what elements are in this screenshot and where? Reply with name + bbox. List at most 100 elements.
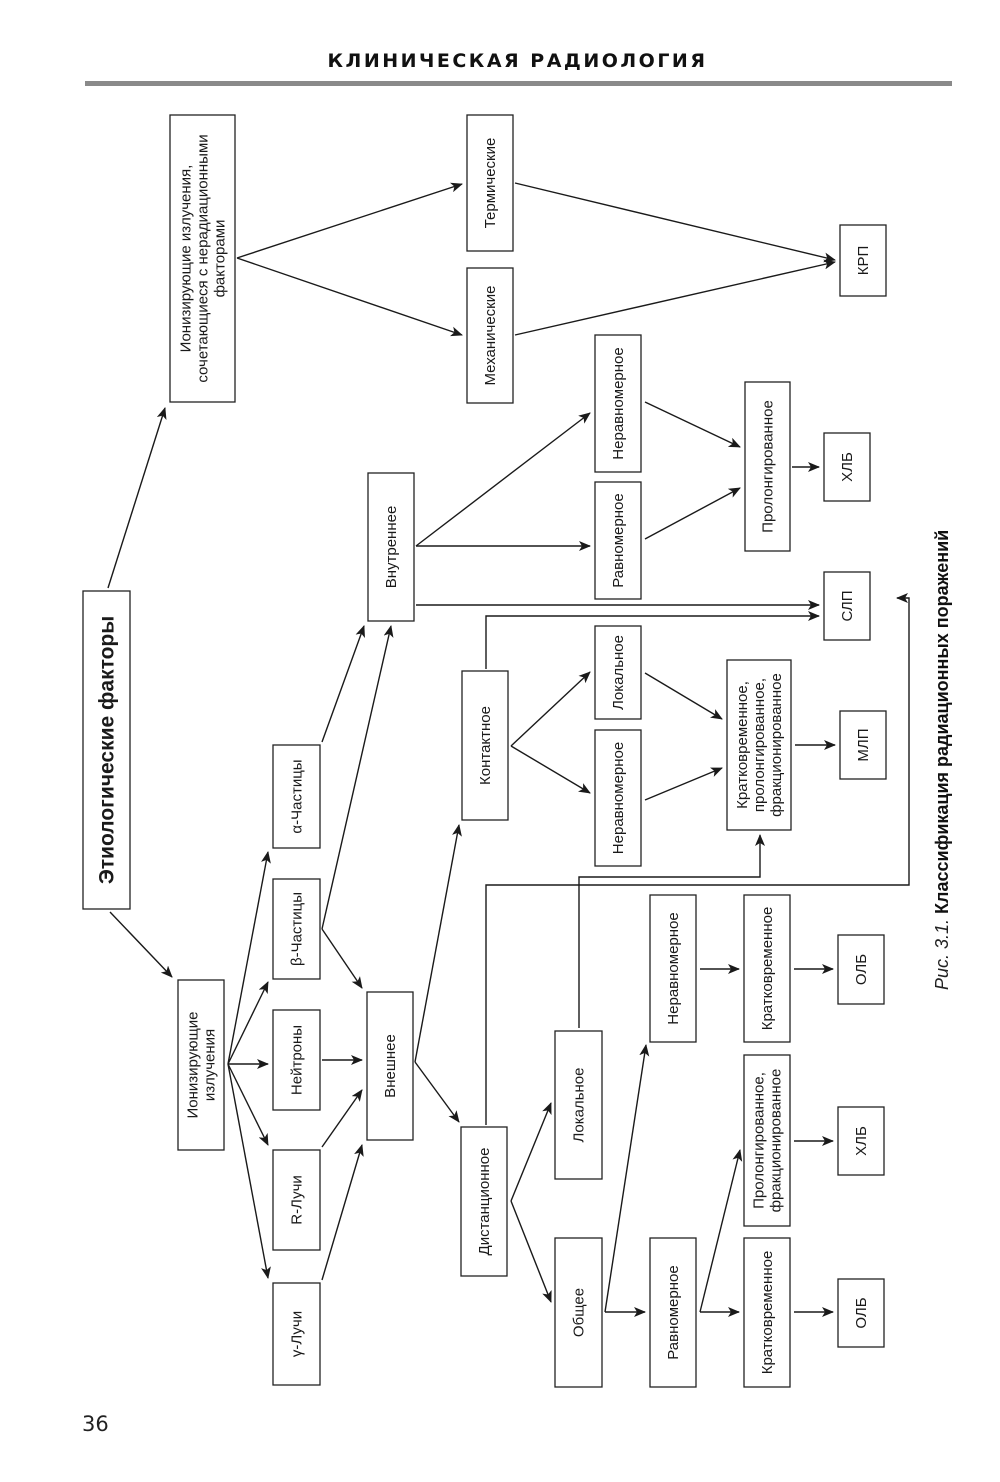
node-box	[594, 481, 642, 600]
node-olb-2: ОЛБ	[837, 1278, 885, 1348]
node-label-line: Кратковременное,	[734, 681, 751, 809]
node-label: Равномерное	[665, 1265, 682, 1359]
node-label-line: пролонгированное,	[751, 678, 768, 812]
node-box	[169, 114, 236, 403]
node-box	[460, 1126, 508, 1277]
arrow-external-to-remote	[414, 1061, 460, 1123]
node-box	[594, 729, 642, 867]
node-box	[744, 381, 791, 552]
node-label-line: Пролонгированное	[760, 400, 777, 533]
node-box	[839, 224, 887, 297]
arrow-general-to-general-nonuniform	[604, 1044, 650, 1313]
svg-text:Рис. 3.1.Классификация радиаци: Рис. 3.1.Классификация радиационных пора…	[932, 530, 952, 990]
node-label: МЛП	[855, 728, 872, 761]
node-general-nonuniform: Неравномерное	[649, 894, 697, 1043]
node-label-line: Дистанционное	[476, 1148, 493, 1256]
node-label-line: Неравномерное	[610, 347, 627, 459]
node-label-line: Неравномерное	[610, 742, 627, 854]
node-box	[272, 1009, 321, 1111]
arrow-ionizing-combined-to-thermal	[236, 182, 463, 259]
node-alpha: α-Частицы	[272, 744, 321, 849]
node-box	[743, 1054, 791, 1227]
node-label-line: Общее	[571, 1288, 588, 1337]
node-hlb-1: ХЛБ	[823, 432, 871, 502]
node-ionizing-combined: Ионизирующие излучения,сочетающиеся с не…	[169, 114, 236, 403]
node-label-line: Локальное	[571, 1068, 588, 1143]
node-label: Общее	[571, 1288, 588, 1337]
node-box	[594, 334, 642, 473]
node-label-line: фракционированное	[768, 1069, 785, 1213]
node-gamma: γ-Лучи	[272, 1282, 321, 1386]
arrow-contact-to-contact-nonuniform	[510, 745, 591, 794]
node-label: Дистанционное	[476, 1148, 493, 1256]
node-etiology: Этиологические факторы	[82, 590, 131, 910]
node-label: Локальное	[610, 635, 627, 710]
node-ionizing: Ионизирующиеизлучения	[177, 979, 225, 1151]
node-neutrons: Нейтроны	[272, 1009, 321, 1111]
arrow-r-rays-to-external	[321, 1089, 363, 1148]
node-label-line: Равномерное	[665, 1265, 682, 1359]
node-beta: β-Частицы	[272, 878, 321, 980]
arrow-ionizing-to-gamma	[227, 1063, 271, 1279]
node-short-prolonged-fractionated: Кратковременное,пролонгированное,фракцио…	[726, 659, 792, 831]
node-label-line: Локальное	[610, 635, 627, 710]
node-label-line: МЛП	[855, 728, 872, 761]
edges-layer	[107, 182, 910, 1317]
node-box	[823, 432, 871, 502]
node-box	[837, 934, 885, 1005]
running-header-title: КЛИНИЧЕСКАЯ РАДИОЛОГИЯ	[327, 50, 708, 72]
node-box	[839, 710, 887, 780]
node-box	[554, 1237, 603, 1388]
header-rule	[85, 81, 952, 86]
node-label-line: ОЛБ	[853, 954, 870, 985]
node-label: Ионизирующиеизлучения	[185, 1011, 219, 1118]
node-label-line: Внутреннее	[383, 506, 400, 589]
arrow-mechanical-to-krp	[514, 259, 836, 336]
node-label-line: Пролонгированное,	[751, 1072, 768, 1209]
node-label-line: Внешнее	[382, 1034, 399, 1098]
node-hlb-2: ХЛБ	[837, 1106, 885, 1176]
node-label-line: излучения	[202, 1029, 219, 1101]
node-label-line: КРП	[855, 246, 872, 276]
caption-text: Классификация радиационных поражений	[932, 530, 952, 914]
node-label: Кратковременное	[759, 1251, 776, 1375]
node-prolonged: Пролонгированное	[744, 381, 791, 552]
node-box	[82, 590, 131, 910]
node-label: Контактное	[477, 706, 494, 785]
node-box	[594, 625, 642, 720]
node-label-line: α-Частицы	[289, 759, 306, 833]
arrow-ionizing-to-alpha	[227, 851, 271, 1065]
node-label-line: Этиологические факторы	[96, 616, 119, 884]
node-mechanical: Механические	[466, 267, 514, 404]
node-label: γ-Лучи	[289, 1311, 306, 1357]
node-label-line: Термические	[482, 138, 499, 229]
node-label: Ионизирующие излучения,сочетающиеся с не…	[178, 134, 229, 382]
arrow-contact-local-to-short-prolonged-fractionated	[644, 672, 723, 720]
node-general: Общее	[554, 1237, 603, 1388]
arrow-internal-to-internal-nonuniform	[415, 412, 591, 547]
node-box	[743, 894, 791, 1043]
node-box	[272, 878, 321, 980]
node-krp: КРП	[839, 224, 887, 297]
node-label: СЛП	[839, 591, 856, 622]
node-olb-1: ОЛБ	[837, 934, 885, 1005]
node-short-2: Кратковременное	[743, 1237, 791, 1388]
node-internal-nonuniform: Неравномерное	[594, 334, 642, 473]
node-label-line: ОЛБ	[853, 1297, 870, 1328]
node-external: Внешнее	[366, 991, 414, 1141]
arrow-general-uniform-to-prolonged-fractionated	[699, 1149, 743, 1313]
node-contact-local: Локальное	[594, 625, 642, 720]
node-label: ХЛБ	[853, 1126, 870, 1156]
node-prolonged-fractionated: Пролонгированное,фракционированное	[743, 1054, 791, 1227]
node-box	[461, 670, 509, 821]
node-box	[726, 659, 792, 831]
arrow-thermal-to-krp	[514, 182, 836, 263]
arrow-beta-to-external	[321, 928, 363, 989]
node-label: Этиологические факторы	[96, 616, 119, 884]
node-label-line: Механические	[482, 286, 499, 386]
node-label-line: R-Лучи	[289, 1175, 306, 1225]
node-label-line: β-Частицы	[289, 892, 306, 966]
node-label-line: Контактное	[477, 706, 494, 785]
node-label-line: факторами	[212, 220, 229, 298]
